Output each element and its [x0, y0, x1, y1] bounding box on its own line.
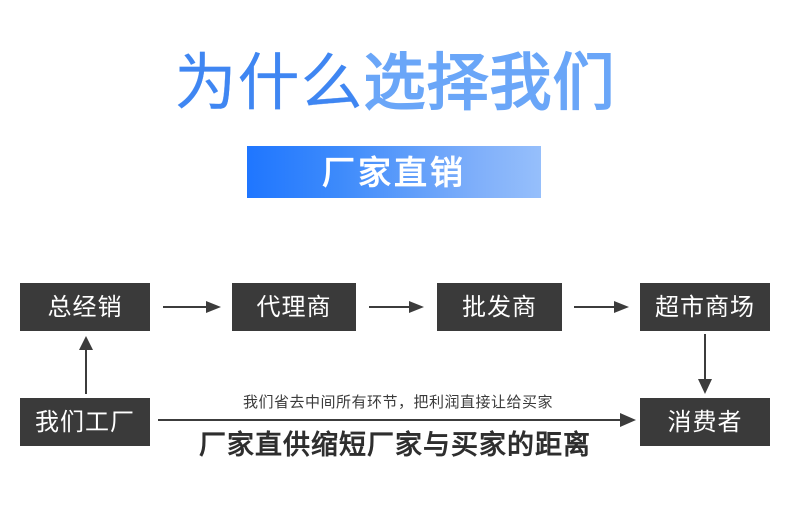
caption-direct-supply: 厂家直供缩短厂家与买家的距离 [199, 430, 591, 461]
flow-box-dailishang-label: 代理商 [256, 293, 332, 321]
flow-box-xiaofeizhe-label: 消费者 [667, 408, 743, 436]
flow-box-women-gongchang: 我们工厂 [20, 398, 150, 446]
flow-box-pifashang: 批发商 [437, 283, 562, 331]
caption-middle-savings: 我们省去中间所有环节，把利润直接让给买家 [242, 393, 553, 411]
banner-factory-direct-sales: 厂家直销 [247, 146, 541, 198]
flow-box-chaoshishangchang-label: 超市商场 [655, 293, 755, 321]
arrow-chaoshishangchang-to-xiaofeizhe-icon [698, 334, 712, 394]
arrow-factory-to-xiaofeizhe-icon [158, 413, 636, 427]
arrow-dailishang-to-pifashang-icon [369, 301, 424, 313]
page-title-light-part: 为什么 [174, 46, 364, 119]
arrow-factory-to-zongjingxiao-icon [79, 336, 93, 394]
arrow-pifashang-to-chaoshishangchang-icon [574, 301, 629, 313]
flow-box-zongjingxiao-label: 总经销 [47, 293, 123, 321]
page-title: 为什么选择我们 [0, 51, 790, 114]
flow-box-xiaofeizhe: 消费者 [640, 398, 770, 446]
flow-box-women-gongchang-label: 我们工厂 [35, 408, 135, 436]
flow-box-zongjingxiao: 总经销 [20, 283, 150, 331]
page-title-bold-part: 选择我们 [363, 46, 616, 119]
arrow-zongjingxiao-to-dailishang-icon [163, 301, 221, 313]
flow-box-dailishang: 代理商 [232, 283, 356, 331]
flow-box-pifashang-label: 批发商 [462, 293, 537, 321]
banner-label: 厂家直销 [322, 152, 466, 192]
flow-box-chaoshishangchang: 超市商场 [640, 283, 770, 331]
